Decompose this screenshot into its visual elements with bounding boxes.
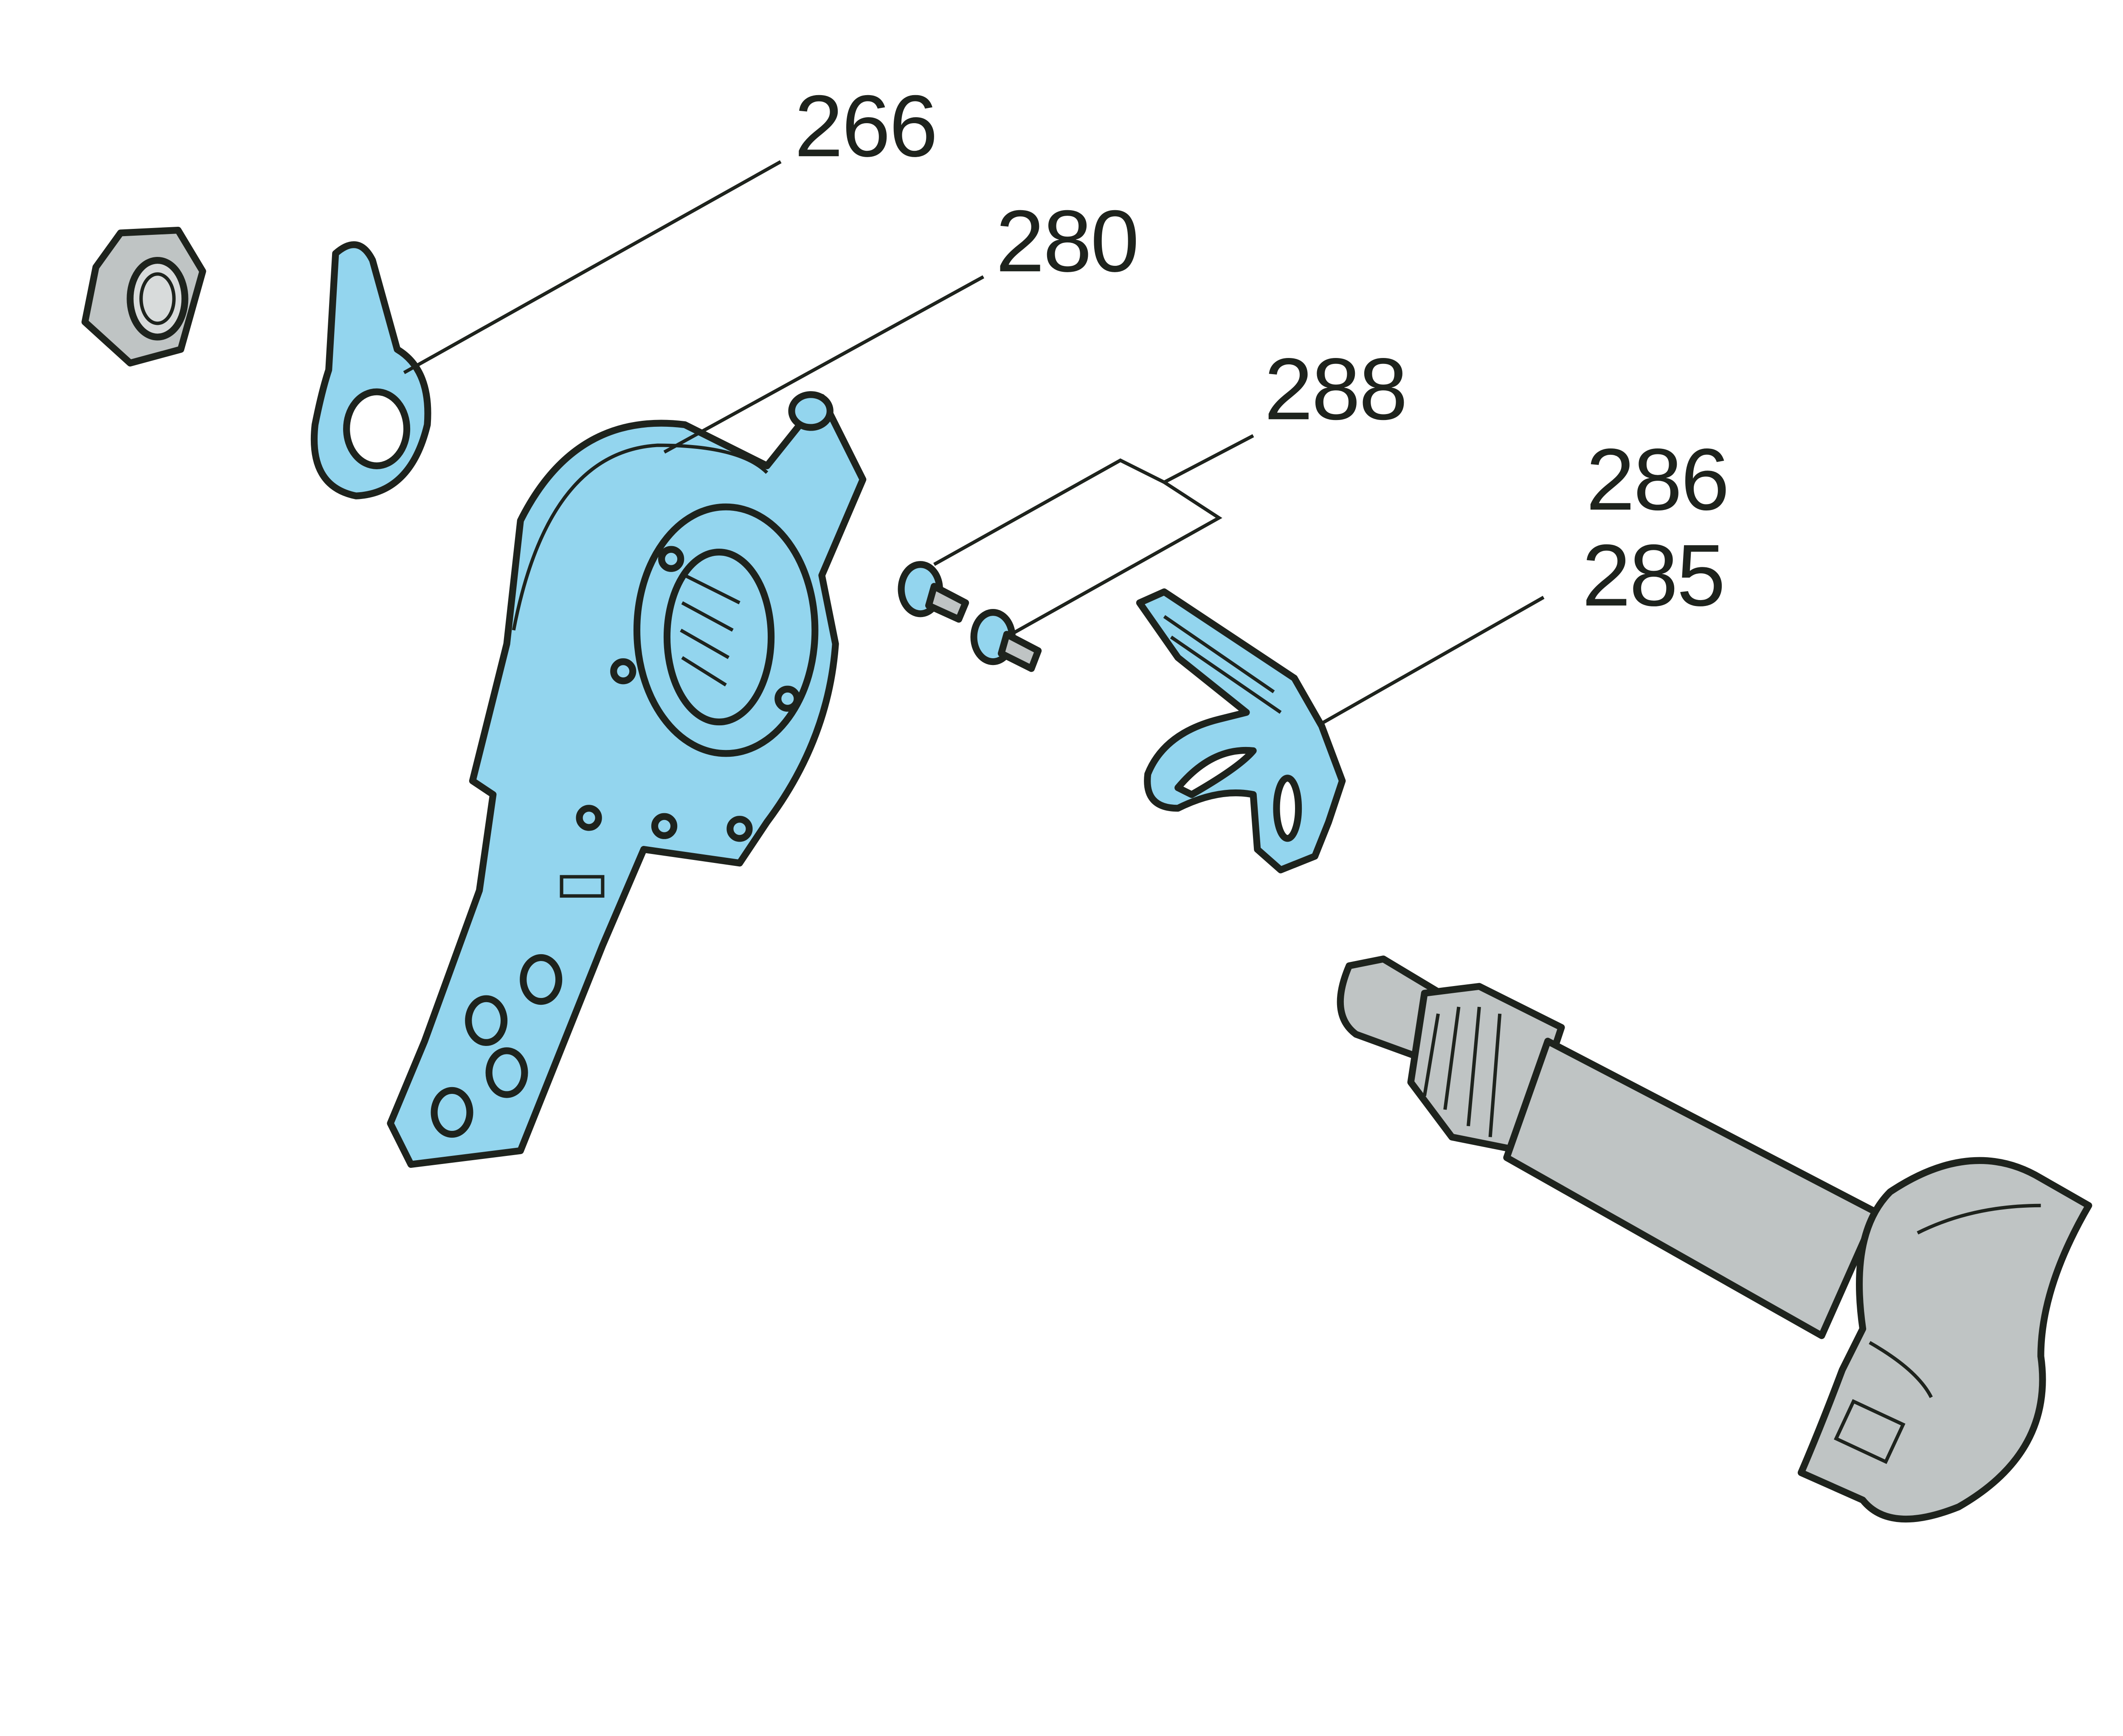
part-266-washer xyxy=(310,241,431,499)
label-288: 288 xyxy=(1264,340,1406,438)
label-280: 280 xyxy=(996,192,1138,290)
label-286: 286 xyxy=(1586,430,1728,528)
leader-285 xyxy=(1321,596,1545,725)
leader-280 xyxy=(663,275,985,454)
part-288-screw-2 xyxy=(970,609,1042,672)
part-285-286-cover xyxy=(1136,588,1346,874)
label-285: 285 xyxy=(1582,526,1724,624)
label-266: 266 xyxy=(794,77,937,175)
leader-266 xyxy=(403,160,782,375)
hex-nut xyxy=(81,226,206,367)
camshaft xyxy=(1337,955,2092,1523)
part-288-screw-1 xyxy=(898,561,969,623)
leader-288 xyxy=(933,434,1254,634)
part-280-slack-adjuster xyxy=(387,391,867,1168)
parts-diagram: 266 280 288 286 285 xyxy=(81,77,2092,1523)
